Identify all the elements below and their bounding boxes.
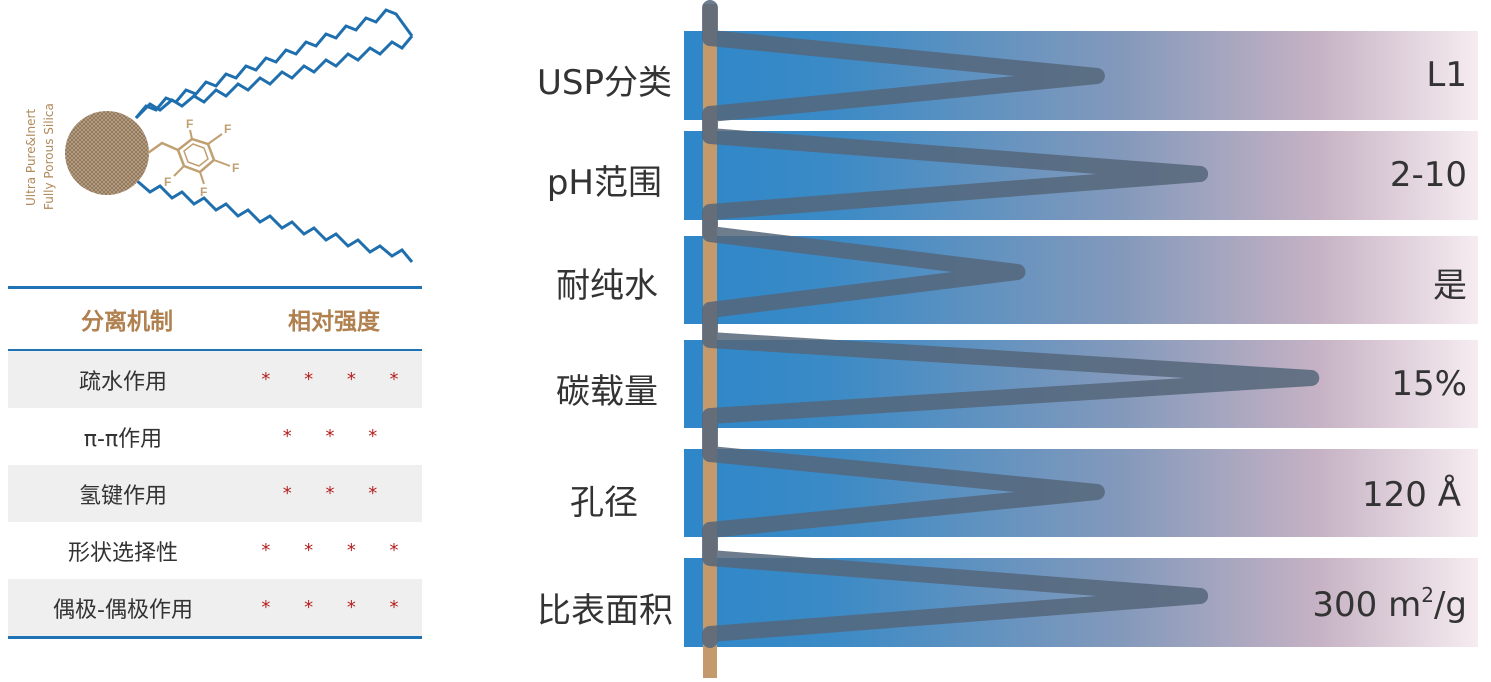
spec-label-water: 耐纯水 bbox=[556, 266, 658, 306]
table-row: 形状选择性 * * * * bbox=[8, 522, 422, 579]
spec-value-usp: L1 bbox=[1426, 55, 1467, 95]
spec-label-surface: 比表面积 bbox=[537, 591, 673, 631]
mechanism-table: 分离机制 相对强度 疏水作用 * * * * π-π作用 * * * 氢键作用 … bbox=[8, 286, 422, 639]
table-row: 疏水作用 * * * * bbox=[8, 351, 422, 408]
mechanism-name: 氢键作用 bbox=[78, 483, 167, 509]
header-strength: 相对强度 bbox=[288, 309, 380, 335]
linker-bond bbox=[147, 141, 179, 155]
table-row: 氢键作用 * * * bbox=[8, 465, 422, 522]
fluorine-label: F bbox=[232, 161, 239, 175]
spec-label-usp: USP分类 bbox=[537, 63, 672, 103]
mechanism-name: 疏水作用 bbox=[78, 369, 167, 395]
spec-value-surface: 300 m2/g bbox=[1312, 583, 1467, 625]
spec-value-pore: 120 Å bbox=[1362, 475, 1461, 515]
phenyl-ring-inner bbox=[183, 143, 209, 167]
upper-alkyl-chain bbox=[134, 8, 414, 119]
zigzag-profile bbox=[702, 0, 1320, 648]
mechanism-name: 偶极-偶极作用 bbox=[53, 597, 193, 623]
spec-value-surface-main: 300 m bbox=[1312, 585, 1422, 625]
mechanism-name: 形状选择性 bbox=[67, 540, 178, 566]
spec-label-carbon: 碳载量 bbox=[556, 372, 658, 412]
header-mechanism: 分离机制 bbox=[81, 309, 173, 335]
fluorine-label: F bbox=[164, 175, 171, 189]
strength-stars: * * * bbox=[282, 426, 392, 447]
spec-value-surface-sup: 2 bbox=[1421, 583, 1434, 607]
strength-stars: * * * * bbox=[261, 540, 413, 561]
strength-stars: * * * * bbox=[261, 597, 413, 618]
upper-alkyl-chain-main bbox=[134, 35, 414, 120]
table-row: 偶极-偶极作用 * * * * bbox=[8, 579, 422, 636]
fluorine-label: F bbox=[186, 117, 193, 131]
spec-label-pore: 孔径 bbox=[570, 483, 638, 523]
strength-stars: * * * bbox=[282, 483, 392, 504]
molecule-diagram: F F F F F bbox=[65, 8, 414, 263]
spec-value-carbon: 15% bbox=[1391, 364, 1467, 404]
table-header: 分离机制 相对强度 bbox=[8, 289, 422, 351]
spec-value-ph: 2-10 bbox=[1389, 155, 1467, 195]
fluorine-label: F bbox=[200, 185, 207, 199]
silica-bead bbox=[65, 111, 149, 195]
lower-alkyl-chain bbox=[135, 178, 414, 263]
spec-value-water: 是 bbox=[1433, 266, 1467, 306]
spec-value-surface-tail: /g bbox=[1433, 585, 1467, 625]
table-row: π-π作用 * * * bbox=[8, 408, 422, 465]
strength-stars: * * * * bbox=[261, 369, 413, 390]
fluorine-label: F bbox=[224, 122, 231, 136]
spec-label-ph: pH范围 bbox=[546, 163, 662, 203]
mechanism-name: π-π作用 bbox=[83, 426, 163, 452]
